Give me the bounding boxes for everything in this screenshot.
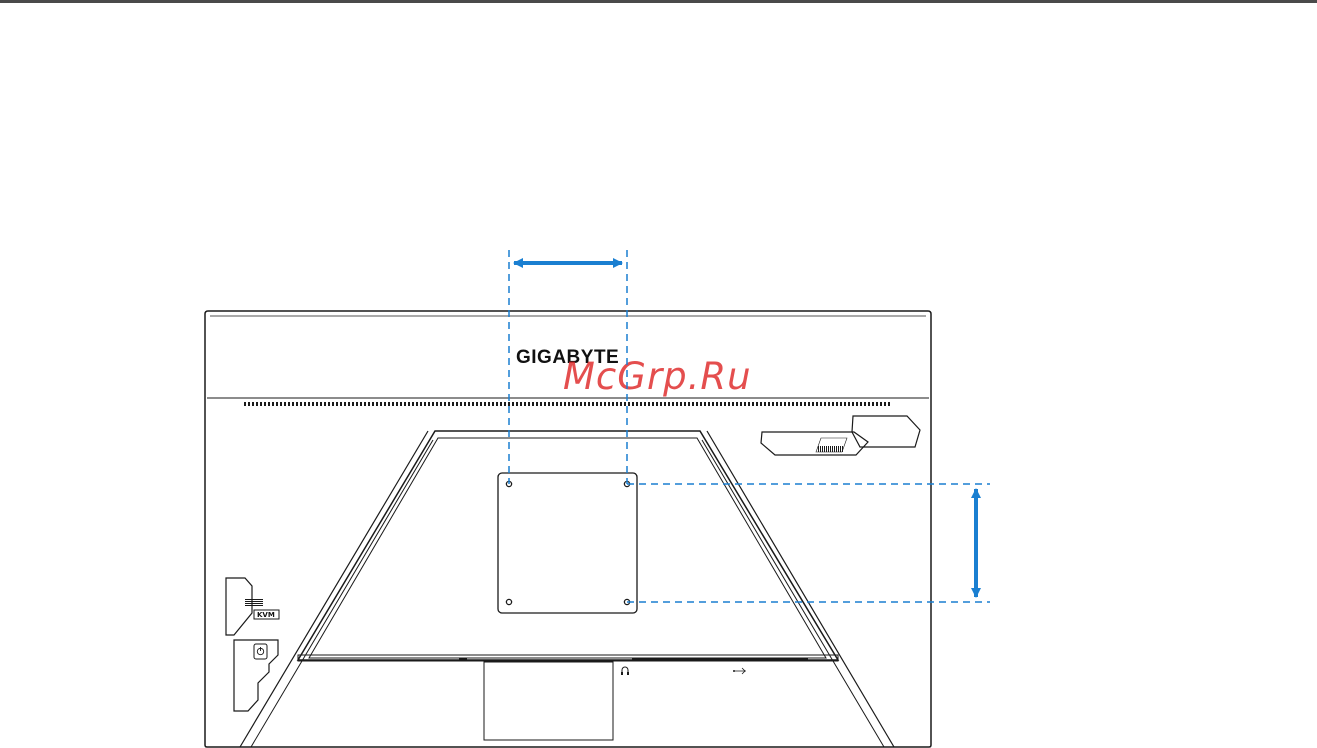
vertical-dimension	[627, 484, 990, 602]
lower-ports-panel	[484, 662, 613, 740]
headphone-icon	[621, 667, 629, 675]
usb-icon	[733, 668, 746, 674]
power-button-icon	[257, 647, 263, 655]
right-vent-panels	[761, 416, 920, 455]
watermark: McGrp.Ru	[563, 355, 752, 398]
kvm-label: KVM	[257, 611, 275, 619]
vent-strip	[244, 402, 892, 406]
vesa-mount-plate	[498, 473, 637, 613]
bottom-port-bar	[298, 655, 838, 740]
left-port-cluster: KVM	[226, 578, 279, 711]
